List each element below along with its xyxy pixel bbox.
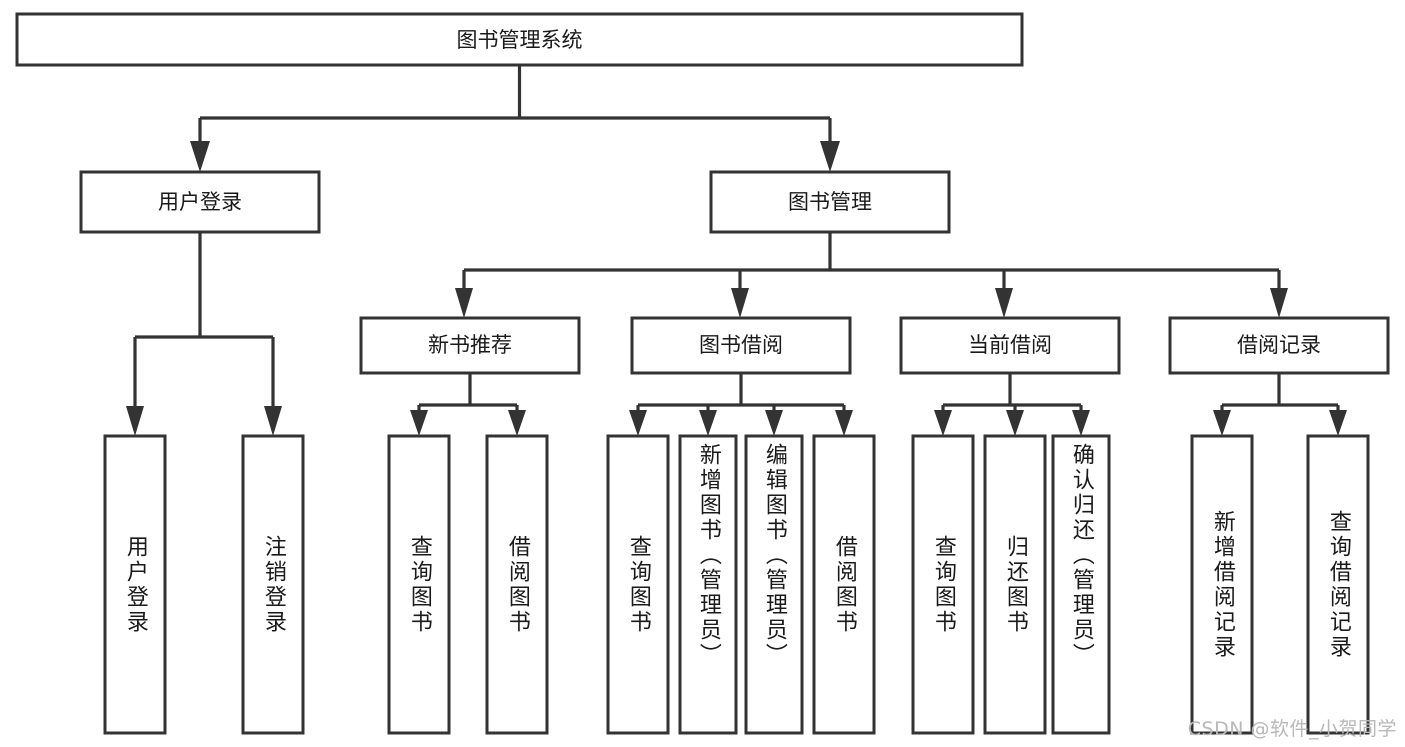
arrow-head-icon <box>1270 288 1288 318</box>
connector-bookmgmt-to-level3 <box>455 232 1288 318</box>
arrow-head-icon <box>190 141 210 172</box>
leaf-rect-add-book-admin[interactable] <box>678 434 738 735</box>
node-root-label: 图书管理系统 <box>457 28 583 52</box>
node-book-management[interactable]: 图书管理 <box>709 170 951 234</box>
leaf-rect-return-book[interactable] <box>983 434 1047 735</box>
node-root[interactable]: 图书管理系统 <box>15 12 1024 67</box>
arrow-head-icon <box>1006 410 1024 436</box>
connector-userlogin-to-leaves <box>126 232 282 436</box>
leaf-rect-query-book-1[interactable] <box>387 434 451 735</box>
node-current-borrow-label: 当前借阅 <box>968 333 1052 357</box>
node-new-book-recommend-rect[interactable] <box>359 316 581 375</box>
node-new-book-recommend-label: 新书推荐 <box>428 333 512 357</box>
node-book-management-label: 图书管理 <box>788 190 872 214</box>
leaf-rect-query-book-2[interactable] <box>606 434 670 735</box>
connector-root-to-level2 <box>190 65 840 172</box>
connector-current-to-leaves <box>934 373 1090 436</box>
node-borrow-records-label: 借阅记录 <box>1237 333 1321 357</box>
arrow-head-icon <box>264 406 282 436</box>
arrow-head-icon <box>508 410 526 436</box>
node-user-login[interactable]: 用户登录 <box>79 170 321 234</box>
arrow-head-icon <box>765 410 783 436</box>
arrow-head-icon <box>629 410 647 436</box>
leaf-rect-borrow-book-1[interactable] <box>485 434 549 735</box>
connector-records-to-leaves <box>1213 373 1347 436</box>
arrow-head-icon <box>410 410 428 436</box>
watermark: CSDN @软件_小贺同学 <box>1187 718 1397 740</box>
arrow-head-icon <box>820 141 840 172</box>
arrow-head-icon <box>995 288 1013 318</box>
node-borrow-records[interactable]: 借阅记录 <box>1168 316 1390 375</box>
node-current-borrow-rect[interactable] <box>899 316 1121 375</box>
arrow-head-icon <box>835 410 853 436</box>
node-new-book-recommend[interactable]: 新书推荐 <box>359 316 581 375</box>
leaf-rect-query-book-3[interactable] <box>911 434 975 735</box>
arrow-head-icon <box>1329 410 1347 436</box>
connector-borrow-to-leaves <box>629 373 853 436</box>
arrow-head-icon <box>699 410 717 436</box>
leaf-rect-logout[interactable] <box>241 434 305 735</box>
leaf-boxes <box>103 434 1370 735</box>
leaf-rect-confirm-return-admin[interactable] <box>1051 434 1111 735</box>
node-user-login-rect[interactable] <box>79 170 321 234</box>
connector-recommend-to-leaves <box>410 373 526 436</box>
arrow-head-icon <box>126 406 144 436</box>
leaf-rect-borrow-book-2[interactable] <box>812 434 876 735</box>
leaf-rect-user-login[interactable] <box>103 434 167 735</box>
arrow-head-icon <box>731 288 749 318</box>
node-user-login-label: 用户登录 <box>158 190 242 214</box>
leaf-rect-query-borrow-record[interactable] <box>1306 434 1370 735</box>
node-current-borrow[interactable]: 当前借阅 <box>899 316 1121 375</box>
node-book-borrow-label: 图书借阅 <box>699 333 783 357</box>
node-root-rect[interactable] <box>15 12 1024 67</box>
arrow-head-icon <box>934 410 952 436</box>
leaf-rect-add-borrow-record[interactable] <box>1190 434 1254 735</box>
leaf-rect-edit-book-admin[interactable] <box>744 434 804 735</box>
arrow-head-icon <box>1072 410 1090 436</box>
arrow-head-icon <box>455 288 473 318</box>
node-book-borrow[interactable]: 图书借阅 <box>630 316 852 375</box>
arrow-head-icon <box>1213 410 1231 436</box>
